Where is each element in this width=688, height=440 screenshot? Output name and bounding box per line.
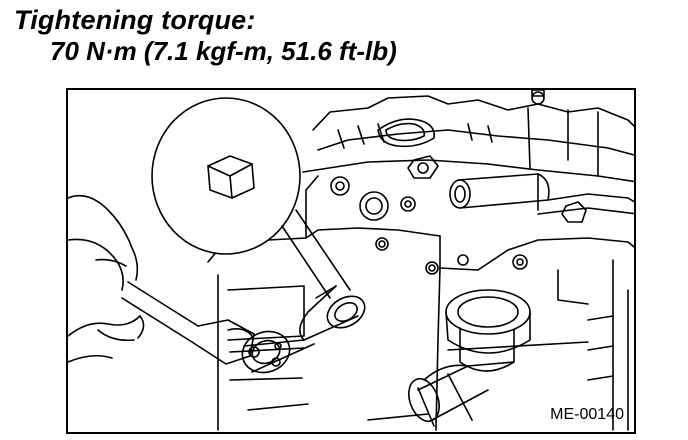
magnifier-callout-icon [151, 97, 351, 299]
hand-icon [68, 194, 145, 363]
service-illustration: ME-00140 [66, 88, 636, 434]
engine-block-icon [207, 90, 634, 431]
torque-label: Tightening torque: [14, 5, 256, 35]
crankshaft-pulley-icon [408, 289, 531, 427]
instruction-heading: Tightening torque: 70 N·m (7.1 kgf-m, 51… [14, 4, 397, 66]
torque-value: 70 N·m (7.1 kgf-m, 51.6 ft-lb) [50, 36, 397, 66]
hex-bolt-icon [207, 155, 255, 199]
engine-illustration-svg [68, 90, 634, 431]
figure-id: ME-00140 [550, 406, 624, 423]
socket-wrench-icon [121, 281, 315, 374]
socket-icon [299, 285, 366, 341]
